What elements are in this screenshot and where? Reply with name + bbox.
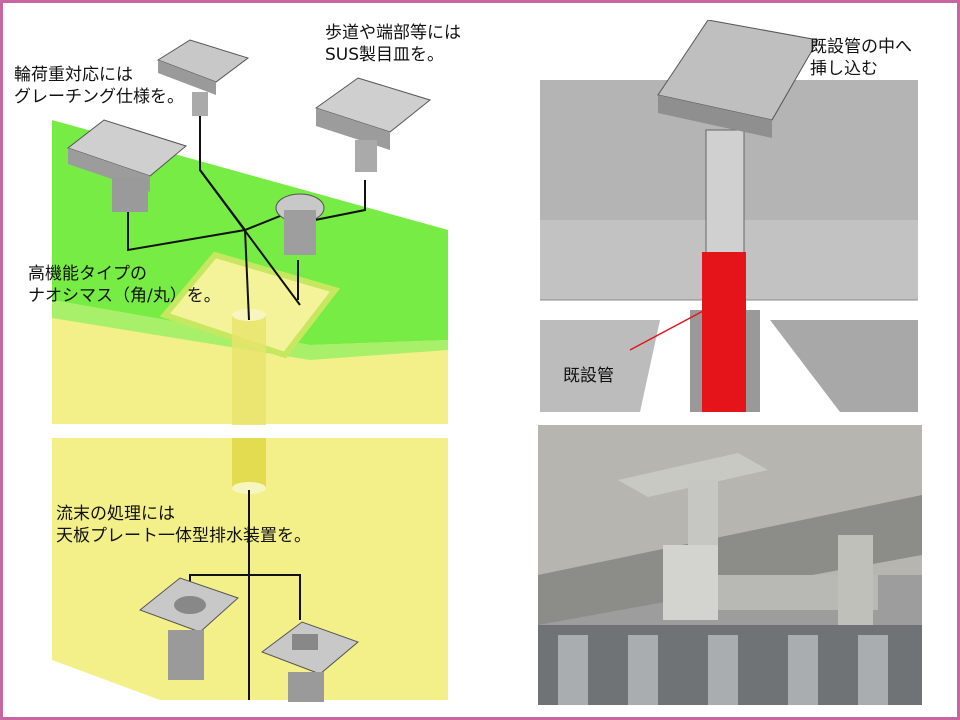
existing-pipe-red — [702, 252, 746, 412]
label-line: 輪荷重対応には — [14, 65, 133, 85]
label-line: 流末の処理には — [56, 504, 175, 524]
label-line: グレーチング仕様を。 — [14, 87, 184, 107]
drain-device-grating — [156, 39, 250, 116]
drain-device-naoshimasu — [275, 193, 325, 255]
deck-slab — [52, 120, 448, 345]
drain-device-sus — [314, 77, 432, 172]
outflow-device-square — [260, 621, 359, 702]
label-line: SUS製目皿を。 — [325, 45, 445, 65]
label-line: 天板プレート一体型排水装置を。 — [56, 526, 311, 546]
label-line: 歩道や端部等には — [325, 23, 461, 43]
label-existing-pipe: 既設管 — [563, 366, 614, 386]
label-line: 挿し込む — [810, 59, 878, 79]
drain-device-grating-2 — [66, 119, 188, 212]
label-sus: 歩道や端部等には SUS製目皿を。 — [325, 22, 461, 66]
outflow-device-round — [138, 577, 239, 680]
installation-photo — [538, 425, 922, 705]
drain-pipe — [232, 315, 266, 425]
label-line: 既設管の中へ — [810, 37, 912, 57]
label-outflow: 流末の処理には 天板プレート一体型排水装置を。 — [56, 503, 311, 547]
label-line: ナオシマス（角/丸）を。 — [28, 286, 221, 306]
label-line: 高機能タイプの — [28, 264, 147, 284]
label-grating: 輪荷重対応には グレーチング仕様を。 — [14, 64, 184, 108]
label-high-function: 高機能タイプの ナオシマス（角/丸）を。 — [28, 263, 221, 307]
pipe-insertion-render — [540, 20, 918, 412]
label-insert: 既設管の中へ 挿し込む — [810, 36, 912, 80]
